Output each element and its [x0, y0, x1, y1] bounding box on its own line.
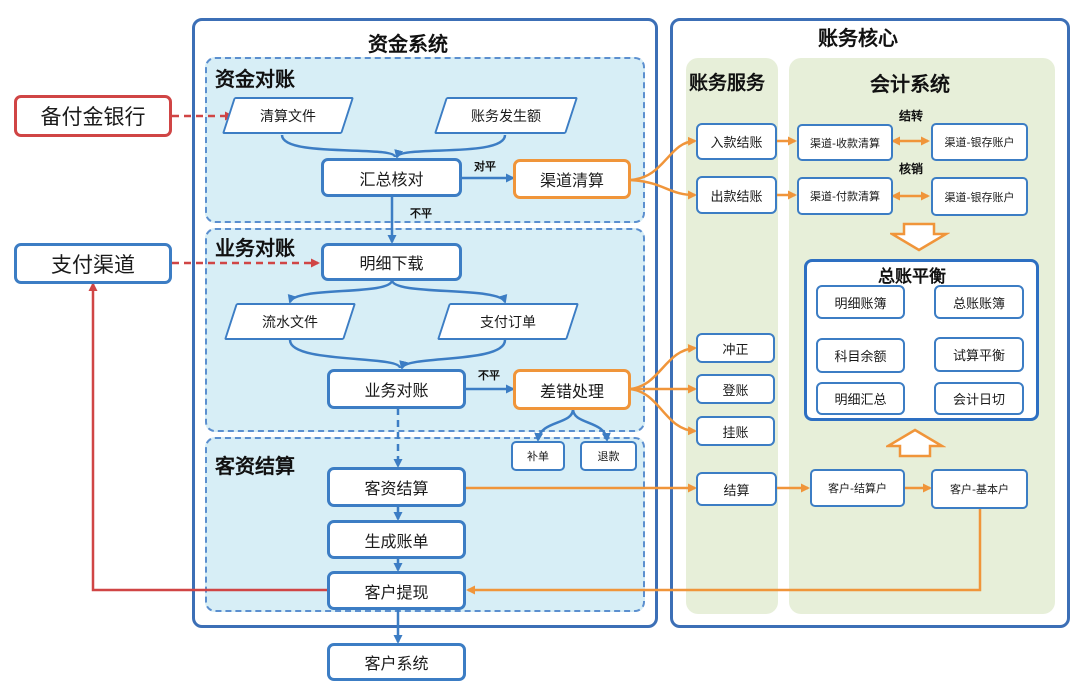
fund-system-title: 资金系统 [368, 32, 448, 56]
ledger-balance-title: 总账平衡 [878, 267, 946, 287]
outflow-settle-box[interactable]: 出款结账 [696, 176, 777, 214]
accounting-core-title: 账务核心 [818, 26, 898, 50]
subject-balance-box[interactable]: 科目余额 [816, 338, 905, 373]
channel-receive-clearing-box[interactable]: 渠道-收款清算 [797, 124, 893, 161]
summary-check-box[interactable]: 汇总核对 [321, 158, 462, 197]
refund-box[interactable]: 退款 [580, 441, 637, 471]
basic-account-to-withdraw-arrow [466, 508, 982, 595]
payment-order-node[interactable]: 支付订单 [436, 303, 580, 340]
customer-system-box[interactable]: 客户系统 [327, 643, 466, 681]
clearing-to-inflow-arrow [629, 136, 697, 182]
daily-cutoff-box[interactable]: 会计日切 [934, 382, 1024, 415]
detail-ledger-box[interactable]: 明细账簿 [816, 285, 905, 319]
channel-pay-clearing-box[interactable]: 渠道-付款清算 [797, 177, 893, 215]
customer-settlement-account-box[interactable]: 客户-结算户 [810, 469, 905, 507]
accounting-service-title: 账务服务 [689, 72, 766, 94]
trial-balance-box[interactable]: 试算平衡 [934, 337, 1024, 372]
files-merge-curve [280, 134, 397, 159]
detail-summary-box[interactable]: 明细汇总 [816, 382, 905, 415]
error-to-reversal-arrow [629, 343, 697, 391]
unbalanced-label-1: 不平 [410, 207, 432, 220]
customer-basic-account-box[interactable]: 客户-基本户 [931, 469, 1028, 509]
reserve-bank-box[interactable]: 备付金银行 [14, 95, 172, 137]
channel-clearing-box[interactable]: 渠道清算 [513, 159, 631, 199]
channel-bank-account-box-2[interactable]: 渠道-银存账户 [931, 177, 1028, 216]
general-ledger-box[interactable]: 总账账簿 [934, 285, 1024, 319]
download-split-curve [287, 279, 394, 304]
customer-settlement-title: 客资结算 [215, 454, 295, 478]
clearing-to-outflow-arrow [629, 178, 697, 200]
settle-box[interactable]: 结算 [696, 472, 777, 506]
business-recon-title: 业务对账 [215, 236, 295, 260]
transfer-label: 结转 [899, 109, 924, 123]
error-to-suspense-arrow [629, 387, 697, 436]
detail-download-box[interactable]: 明细下载 [321, 243, 462, 281]
inflow-settle-box[interactable]: 入款结账 [696, 123, 777, 160]
up-fat-arrow [886, 428, 946, 458]
register-box[interactable]: 登账 [696, 374, 775, 404]
channel-bank-account-box-1[interactable]: 渠道-银存账户 [931, 123, 1028, 161]
ledger-amount-node[interactable]: 账务发生额 [433, 97, 579, 134]
customer-withdraw-box[interactable]: 客户提现 [327, 571, 466, 610]
customer-settlement-box[interactable]: 客资结算 [327, 467, 466, 507]
payment-channel-box[interactable]: 支付渠道 [14, 243, 172, 284]
accounting-system-title: 会计系统 [870, 72, 950, 96]
business-recon-box[interactable]: 业务对账 [327, 369, 466, 409]
business-merge-curve [288, 339, 402, 369]
withdraw-to-channel-arrow [88, 282, 328, 592]
down-fat-arrow [890, 222, 950, 252]
error-split-curve [534, 408, 575, 442]
writeoff-label: 核销 [899, 162, 924, 176]
supplement-box[interactable]: 补单 [511, 441, 565, 471]
clearing-file-node[interactable]: 清算文件 [221, 97, 355, 134]
reversal-box[interactable]: 冲正 [696, 333, 775, 363]
error-handling-box[interactable]: 差错处理 [513, 369, 631, 410]
suspense-box[interactable]: 挂账 [696, 416, 775, 446]
unbalanced-label-2: 不平 [478, 369, 500, 382]
flow-file-node[interactable]: 流水文件 [223, 303, 357, 340]
generate-bill-box[interactable]: 生成账单 [327, 520, 466, 559]
balanced-label: 对平 [474, 160, 496, 173]
fund-recon-title: 资金对账 [215, 67, 295, 91]
